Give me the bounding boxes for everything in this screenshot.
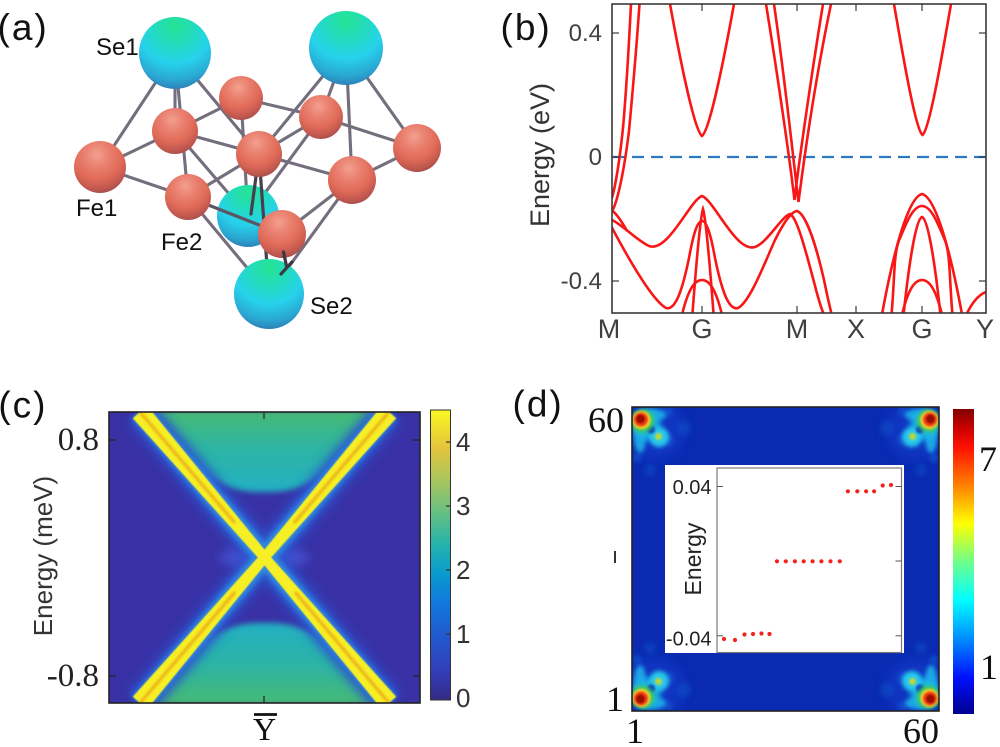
svg-text:0.8: 0.8 <box>58 422 99 458</box>
svg-text:1: 1 <box>980 647 998 687</box>
svg-text:-0.4: -0.4 <box>561 268 602 295</box>
svg-text:Energy (eV): Energy (eV) <box>525 83 555 227</box>
svg-text:M: M <box>786 314 809 344</box>
svg-text:(a): (a) <box>0 7 49 48</box>
svg-text:Se2: Se2 <box>310 293 353 320</box>
svg-text:Energy (meV): Energy (meV) <box>28 476 58 636</box>
svg-text:0: 0 <box>589 144 602 171</box>
svg-text:0.04: 0.04 <box>673 477 712 499</box>
svg-text:Y: Y <box>976 314 994 344</box>
svg-text:M: M <box>598 314 621 344</box>
svg-text:1: 1 <box>606 679 624 719</box>
svg-text:0: 0 <box>456 683 470 713</box>
svg-text:(c): (c) <box>0 385 47 426</box>
svg-text:1: 1 <box>626 711 644 747</box>
svg-text:(b): (b) <box>501 7 552 48</box>
svg-text:7: 7 <box>979 439 997 479</box>
svg-text:Se1: Se1 <box>96 34 139 61</box>
svg-text:Fe2: Fe2 <box>161 229 202 256</box>
svg-text:2: 2 <box>456 555 470 585</box>
svg-text:G: G <box>911 314 932 344</box>
svg-text:60: 60 <box>903 711 939 747</box>
svg-text:Energy: Energy <box>680 522 706 595</box>
svg-text:X: X <box>847 314 865 344</box>
svg-text:3: 3 <box>456 491 470 521</box>
svg-text:60: 60 <box>588 400 624 440</box>
svg-text:Y: Y <box>253 711 276 747</box>
svg-text:Fe1: Fe1 <box>76 195 117 222</box>
svg-text:-0.8: -0.8 <box>47 658 99 694</box>
svg-text:-0.04: -0.04 <box>666 629 712 651</box>
svg-text:G: G <box>691 314 712 344</box>
svg-text:4: 4 <box>456 427 470 457</box>
svg-text:0.4: 0.4 <box>569 20 602 47</box>
svg-text:(d): (d) <box>513 384 564 425</box>
svg-text:1: 1 <box>456 619 470 649</box>
